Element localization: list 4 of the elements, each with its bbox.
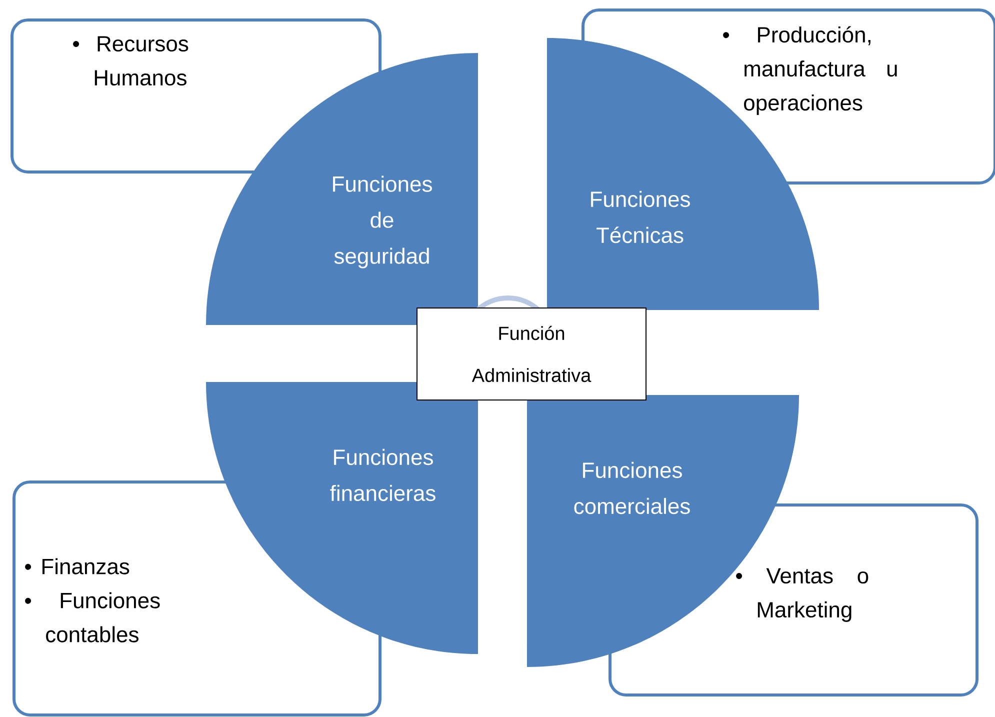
list-item: • Funciones contables [25,592,160,642]
list-item: • Recursos Humanos [73,36,188,86]
center-box: Función Administrativa [416,308,646,400]
list-item: • Finanzas [25,558,130,574]
